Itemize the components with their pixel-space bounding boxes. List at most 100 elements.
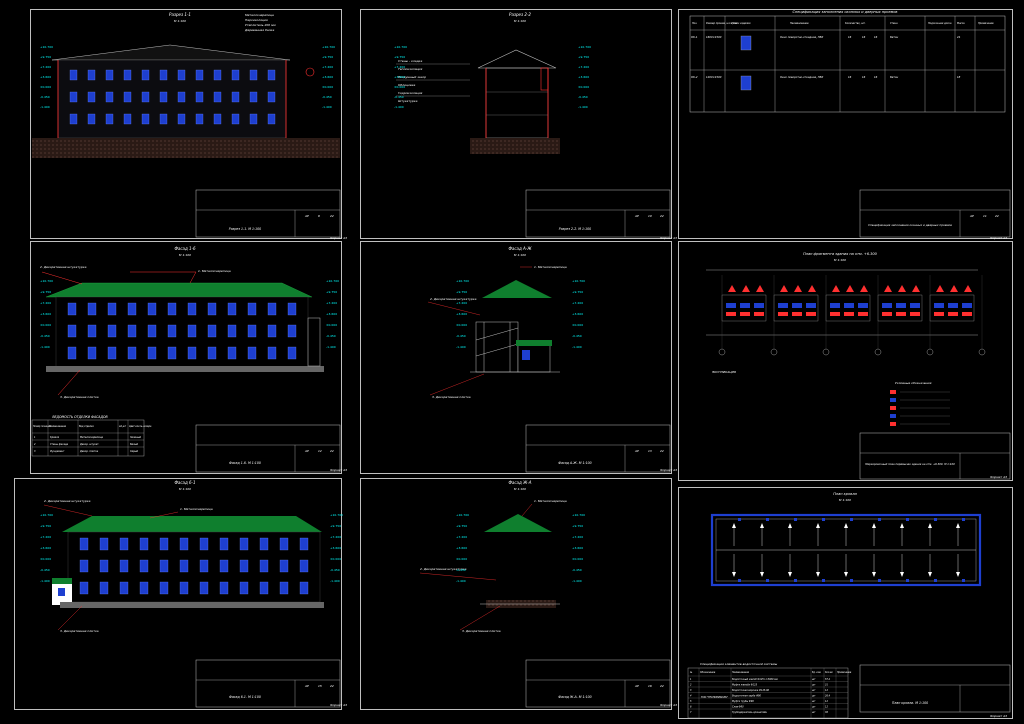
sheet-scale: М 1:100 xyxy=(839,498,851,502)
window xyxy=(147,346,157,360)
finish-table-title: ВЕДОМОСТЬ ОТДЕЛКИ ФАСАДОВ xyxy=(52,415,107,419)
window xyxy=(67,324,77,338)
spec-header: Примечание xyxy=(978,22,994,25)
window xyxy=(127,302,137,316)
window xyxy=(239,581,249,595)
lintel-mark xyxy=(884,285,892,292)
lintel-block xyxy=(792,312,802,316)
window xyxy=(299,581,309,595)
spec-table: Спецификация заполнения оконных и дверны… xyxy=(689,10,1011,240)
drain-funnel xyxy=(934,579,937,582)
roof-cell: Слив Ф90 xyxy=(732,706,744,709)
lintel-mark xyxy=(860,285,868,292)
roof-cell: Водосточная труба Ф90 xyxy=(732,695,762,698)
stamp-code: АР xyxy=(634,684,639,688)
window xyxy=(79,559,89,573)
roof-header: Обозначение xyxy=(700,671,716,674)
sheet-title: Фасад 6-1 xyxy=(174,480,195,485)
callout-tile: 3. Декоративная плитка xyxy=(432,395,471,399)
axis-bubble xyxy=(978,348,986,356)
drain-funnel xyxy=(850,579,853,582)
elevation-mark: +3.600 xyxy=(456,312,467,316)
drain-funnel xyxy=(766,579,769,582)
window xyxy=(267,91,276,103)
finish-header: Вид отделки xyxy=(79,425,94,428)
window xyxy=(107,302,117,316)
roof-cell: шт xyxy=(812,700,816,703)
lintel-block xyxy=(882,312,892,316)
elevation-mark: +10.700 xyxy=(394,45,407,49)
sheet-scale: М 1:100 xyxy=(179,253,191,257)
elevation-mark: -1.400 xyxy=(572,345,582,349)
window xyxy=(177,69,186,81)
spec-cell: 24 xyxy=(957,35,961,39)
callout-plaster: 2. Декоративная штукатурка xyxy=(44,499,91,503)
elevation-mark: +9.750 xyxy=(40,524,51,528)
elevation-mark: +7.200 xyxy=(456,535,467,539)
window xyxy=(119,537,129,551)
elevation-mark: ±0.000 xyxy=(330,557,341,561)
elevation-mark: +3.600 xyxy=(330,546,341,550)
slope-arrow xyxy=(788,572,792,577)
window xyxy=(159,581,169,595)
stamp-format: Формат А3 xyxy=(330,703,347,707)
roof-cell: шт xyxy=(812,684,816,687)
legend-swatch xyxy=(890,422,896,426)
finish-cell: Фундамент xyxy=(50,450,65,453)
lintel-block xyxy=(778,303,788,308)
window xyxy=(207,324,217,338)
elevation-mark: +7.200 xyxy=(394,65,405,69)
roof-cell: 3 xyxy=(690,689,692,692)
elevation-mark: +7.200 xyxy=(322,65,333,69)
lintel-block xyxy=(896,303,906,308)
elevation-mark: +9.750 xyxy=(572,524,583,528)
roof-cell: Муфта желоба Ф125 xyxy=(732,684,758,687)
stamp-code: АР xyxy=(634,449,639,453)
lintel-block xyxy=(740,303,750,308)
slope-arrow xyxy=(928,572,932,577)
elevation-mark: -0.450 xyxy=(40,95,50,99)
lintel-block xyxy=(844,312,854,316)
window xyxy=(299,537,309,551)
spec-header: Эскиз изделия xyxy=(731,22,751,25)
roof-cell: 12 xyxy=(825,706,828,709)
elevation-mark: +10.700 xyxy=(572,513,585,517)
elevation-mark: -0.450 xyxy=(572,334,582,338)
sheet-facade-6-1 xyxy=(14,478,342,710)
elevation-mark: +7.200 xyxy=(330,535,341,539)
elevation-mark: +7.200 xyxy=(456,301,467,305)
elevation-mark: +3.600 xyxy=(326,312,337,316)
svg-text:Металлочерепица: Металлочерепица xyxy=(245,13,274,17)
spec-cell: 16 xyxy=(848,35,852,39)
window xyxy=(179,581,189,595)
elevation-mark: +9.750 xyxy=(40,290,51,294)
slope-arrow xyxy=(732,572,736,577)
window xyxy=(219,559,229,573)
window xyxy=(99,559,109,573)
spec-cell: Окно поворотно-откидное, ПВХ xyxy=(780,35,823,39)
drain-funnel xyxy=(766,518,769,521)
axis-bubble xyxy=(874,348,882,356)
stamp-total: 22 xyxy=(660,214,664,218)
facade-1-6: Фасад 1-6 М 1:100 1. Металлочерепица 2. … xyxy=(31,246,347,473)
window xyxy=(87,113,96,125)
slope-arrow xyxy=(872,523,876,528)
window xyxy=(87,302,97,316)
roof-cell: Муфта трубы Ф90 xyxy=(732,700,754,703)
window xyxy=(267,324,277,338)
roof-header: № xyxy=(689,671,693,674)
window xyxy=(227,324,237,338)
spec-cell: ОК-2 xyxy=(691,75,698,79)
elevation-mark: +10.700 xyxy=(326,279,339,283)
slope-arrow xyxy=(928,523,932,528)
roof-cell: 7 xyxy=(690,711,692,714)
slope-arrow xyxy=(732,523,736,528)
roof-plan: План кровли М 1:100 Спецификация элемент… xyxy=(687,492,1011,719)
roof-cell: 4 xyxy=(690,695,692,698)
window xyxy=(187,302,197,316)
callout-tile: 3. Декоративная плитка xyxy=(60,395,99,399)
callout-plaster: 2. Декоративная штукатурка xyxy=(40,265,87,269)
finish-cell: Белый xyxy=(130,443,139,446)
sheet-scale: М 1:100 xyxy=(514,487,526,491)
stamp-total: 22 xyxy=(330,684,334,688)
